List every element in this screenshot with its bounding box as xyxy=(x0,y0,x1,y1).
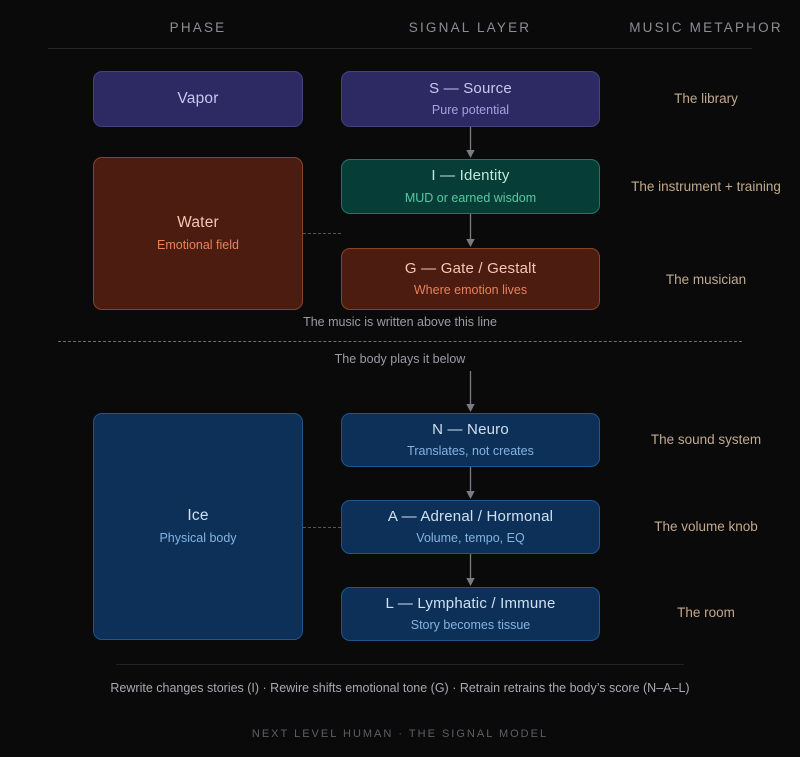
signal-adrenal-title: A — Adrenal / Hormonal xyxy=(387,507,554,525)
signal-gate-subtitle: Where emotion lives xyxy=(413,283,528,298)
signal-neuro-subtitle: Translates, not creates xyxy=(407,444,534,459)
footer-brand: NEXT LEVEL HUMAN · THE SIGNAL MODEL xyxy=(251,728,549,740)
column-header-music-metaphor: MUSIC METAPHOR xyxy=(629,20,783,35)
phase-box-vapor[interactable]: Vapor xyxy=(93,71,303,127)
signal-gate-title: G — Gate / Gestalt xyxy=(404,259,537,277)
divider-note-below: The body plays it below xyxy=(334,352,466,366)
phase-water-subtitle: Emotional field xyxy=(157,238,239,253)
phase-ice-title: Ice xyxy=(187,507,209,525)
signal-box-source[interactable]: S — Source Pure potential xyxy=(341,71,600,127)
connector-ice-to-adrenal xyxy=(303,527,341,529)
divider-note-above: The music is written above this line xyxy=(303,315,497,329)
phase-water-title: Water xyxy=(177,214,219,232)
signal-box-neuro[interactable]: N — Neuro Translates, not creates xyxy=(341,413,600,467)
signal-source-subtitle: Pure potential xyxy=(431,103,510,118)
signal-identity-title: I — Identity xyxy=(431,167,510,185)
metaphor-room: The room xyxy=(677,605,735,620)
signal-box-adrenal-hormonal[interactable]: A — Adrenal / Hormonal Volume, tempo, EQ xyxy=(341,500,600,554)
signal-box-identity[interactable]: I — Identity MUD or earned wisdom xyxy=(341,159,600,214)
column-header-phase: PHASE xyxy=(169,20,227,35)
divider-dashed-rule xyxy=(58,341,742,342)
metaphor-library: The library xyxy=(674,91,738,106)
phase-ice-subtitle: Physical body xyxy=(159,531,237,546)
phase-vapor-title: Vapor xyxy=(177,89,219,107)
metaphor-instrument: The instrument + training xyxy=(631,179,781,194)
arrow-down-icon-source-to-identity xyxy=(464,127,477,159)
signal-lymphatic-title: L — Lymphatic / Immune xyxy=(385,594,556,612)
phase-box-ice[interactable]: Ice Physical body xyxy=(93,413,303,640)
signal-box-lymphatic-immune[interactable]: L — Lymphatic / Immune Story becomes tis… xyxy=(341,587,600,641)
header-divider-rule xyxy=(48,48,752,49)
arrow-down-icon-identity-to-gate xyxy=(464,214,477,248)
connector-water-to-gate xyxy=(303,233,341,235)
signal-source-title: S — Source xyxy=(429,79,512,97)
arrow-down-icon-neuro-to-adrenal xyxy=(464,467,477,500)
footer-caption: Rewrite changes stories (I) · Rewire shi… xyxy=(110,681,690,695)
signal-identity-subtitle: MUD or earned wisdom xyxy=(404,190,537,205)
metaphor-sound-system: The sound system xyxy=(650,432,762,447)
metaphor-musician: The musician xyxy=(665,272,747,287)
signal-box-gate-gestalt[interactable]: G — Gate / Gestalt Where emotion lives xyxy=(341,248,600,310)
phase-box-water[interactable]: Water Emotional field xyxy=(93,157,303,310)
metaphor-volume-knob: The volume knob xyxy=(654,519,758,534)
arrow-down-icon-divider-to-neuro xyxy=(464,371,477,413)
signal-lymphatic-subtitle: Story becomes tissue xyxy=(410,618,531,633)
signal-adrenal-subtitle: Volume, tempo, EQ xyxy=(416,531,525,546)
footer-divider-rule xyxy=(116,664,684,665)
column-header-signal-layer: SIGNAL LAYER xyxy=(408,20,532,35)
signal-neuro-title: N — Neuro xyxy=(432,420,509,438)
arrow-down-icon-adrenal-to-lymphatic xyxy=(464,554,477,587)
